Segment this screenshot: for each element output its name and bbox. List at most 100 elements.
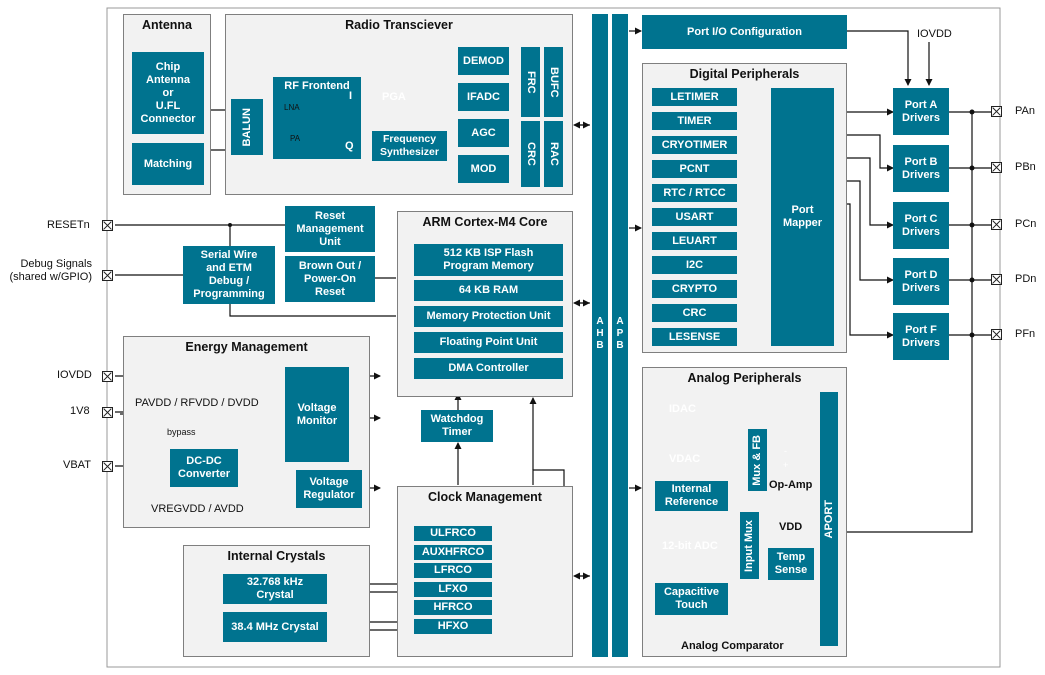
demod-block: DEMOD xyxy=(458,47,509,75)
digital-item-cryotimer: CRYOTIMER xyxy=(652,136,737,154)
vbat-label: VBAT xyxy=(63,459,91,471)
mod-block: MOD xyxy=(458,155,509,183)
v1v8-pin xyxy=(102,407,113,418)
digital-item-letimer: LETIMER xyxy=(652,88,737,106)
dma-block: DMA Controller xyxy=(414,358,563,379)
vbat-pin xyxy=(102,461,113,472)
pin-pbn xyxy=(991,162,1002,173)
opamp-label: Op-Amp xyxy=(769,479,813,491)
digital-item-timer: TIMER xyxy=(652,112,737,130)
debug-pin xyxy=(102,270,113,281)
apb-bus xyxy=(612,14,628,657)
balun-block: BALUN xyxy=(231,99,263,155)
aport-label: APORT xyxy=(822,499,835,539)
pin-pcn xyxy=(991,219,1002,230)
ahb-bus xyxy=(592,14,608,657)
bufc-label: BUFC xyxy=(548,66,560,98)
mpu-block: Memory Protection Unit xyxy=(414,306,563,327)
reset-management-block: Reset Management Unit xyxy=(285,206,375,252)
crc-radio-block: CRC xyxy=(521,121,540,187)
radio-title: Radio Transciever xyxy=(345,18,453,32)
bufc-block: BUFC xyxy=(544,47,563,117)
ifadc-block: IFADC xyxy=(458,83,509,111)
pin-pfn xyxy=(991,329,1002,340)
port-mapper-block: Port Mapper xyxy=(771,88,834,346)
lna-label: LNA xyxy=(284,103,300,112)
iovdd-top-label: IOVDD xyxy=(917,28,952,40)
vregvdd-label: VREGVDD / AVDD xyxy=(151,503,244,515)
input-mux-label: Input Mux xyxy=(743,519,755,572)
vdac-label: VDAC xyxy=(669,453,701,465)
dcdc-block: DC-DC Converter xyxy=(170,449,238,487)
energy-title: Energy Management xyxy=(185,340,308,354)
opamp-plus-label: + xyxy=(783,460,789,470)
bypass-label: bypass xyxy=(167,427,196,437)
mux-fb-label: Mux & FB xyxy=(751,434,763,486)
temp-sense-block: Temp Sense xyxy=(768,548,814,580)
digital-title: Digital Peripherals xyxy=(689,67,800,81)
agc-block: AGC xyxy=(458,119,509,147)
clock-auxhfrco: AUXHFRCO xyxy=(414,544,492,560)
pin-label-pcn: PCn xyxy=(1015,218,1037,230)
digital-item-leuart: LEUART xyxy=(652,232,737,250)
voltage-monitor-block: Voltage Monitor xyxy=(285,367,349,462)
serial-wire-block: Serial Wire and ETM Debug / Programming xyxy=(183,246,275,304)
iovdd-label: IOVDD xyxy=(57,369,92,381)
pin-label-pan: PAn xyxy=(1015,105,1035,117)
aport-block: APORT xyxy=(820,392,838,646)
crc-radio-label: CRC xyxy=(525,142,537,166)
q-label: Q xyxy=(345,140,354,152)
port-d-drivers: Port D Drivers xyxy=(893,258,949,305)
voltage-regulator-block: Voltage Regulator xyxy=(296,470,362,508)
brownout-block: Brown Out / Power-On Reset xyxy=(285,256,375,302)
digital-item-crypto: CRYPTO xyxy=(652,280,737,298)
digital-item-pcnt: PCNT xyxy=(652,160,737,178)
clock-hfxo: HFXO xyxy=(414,618,492,634)
digital-item-rtc-rtcc: RTC / RTCC xyxy=(652,184,737,202)
vdd-label: VDD xyxy=(779,521,803,533)
digital-item-lesense: LESENSE xyxy=(652,328,737,346)
clock-hfrco: HFRCO xyxy=(414,600,492,615)
balun-label: BALUN xyxy=(240,107,253,147)
crystals-title: Internal Crystals xyxy=(227,549,326,563)
ahb-text: AHB xyxy=(596,316,604,351)
clock-lfrco: LFRCO xyxy=(414,563,492,578)
crystal-38m-block: 38.4 MHz Crystal xyxy=(223,612,327,642)
iovdd-pin xyxy=(102,371,113,382)
arm-core-title: ARM Cortex-M4 Core xyxy=(422,215,548,229)
rac-block: RAC xyxy=(544,121,563,187)
idac-label: IDAC xyxy=(669,403,696,415)
v1v8-label: 1V8 xyxy=(70,405,90,417)
pga-label: PGA xyxy=(382,91,406,103)
pavdd-label: PAVDD / RFVDD / DVDD xyxy=(135,397,259,409)
pin-pdn xyxy=(991,274,1002,285)
frc-label: FRC xyxy=(525,70,537,94)
comparator-label: Analog Comparator xyxy=(681,640,784,652)
ram-block: 64 KB RAM xyxy=(414,280,563,301)
pa-label: PA xyxy=(290,134,301,143)
resetn-pin xyxy=(102,220,113,231)
digital-item-crc: CRC xyxy=(652,304,737,322)
i-label: I xyxy=(349,90,353,102)
port-f-drivers: Port F Drivers xyxy=(893,313,949,360)
adc-label: 12-bit ADC xyxy=(662,540,718,552)
ahb-label: AHB xyxy=(594,316,606,352)
digital-item-i2c: I2C xyxy=(652,256,737,274)
matching-block: Matching xyxy=(132,143,204,185)
clock-title: Clock Management xyxy=(428,490,542,504)
opamp-minus-label: - xyxy=(784,446,787,456)
internal-reference-block: Internal Reference xyxy=(655,481,728,511)
watchdog-block: Watchdog Timer xyxy=(421,410,493,442)
rac-label: RAC xyxy=(548,142,560,166)
apb-label: APB xyxy=(614,316,626,352)
pin-label-pfn: PFn xyxy=(1015,328,1036,340)
mux-fb-block: Mux & FB xyxy=(748,429,767,491)
resetn-label: RESETn xyxy=(47,219,90,231)
port-c-drivers: Port C Drivers xyxy=(893,202,949,249)
flash-block: 512 KB ISP Flash Program Memory xyxy=(414,244,563,276)
crystal-32k-block: 32.768 kHz Crystal xyxy=(223,574,327,604)
port-b-drivers: Port B Drivers xyxy=(893,145,949,192)
clock-ulfrco: ULFRCO xyxy=(414,526,492,541)
rf-frontend-box: RF Frontend xyxy=(273,77,361,159)
clock-lfxo: LFXO xyxy=(414,581,492,597)
